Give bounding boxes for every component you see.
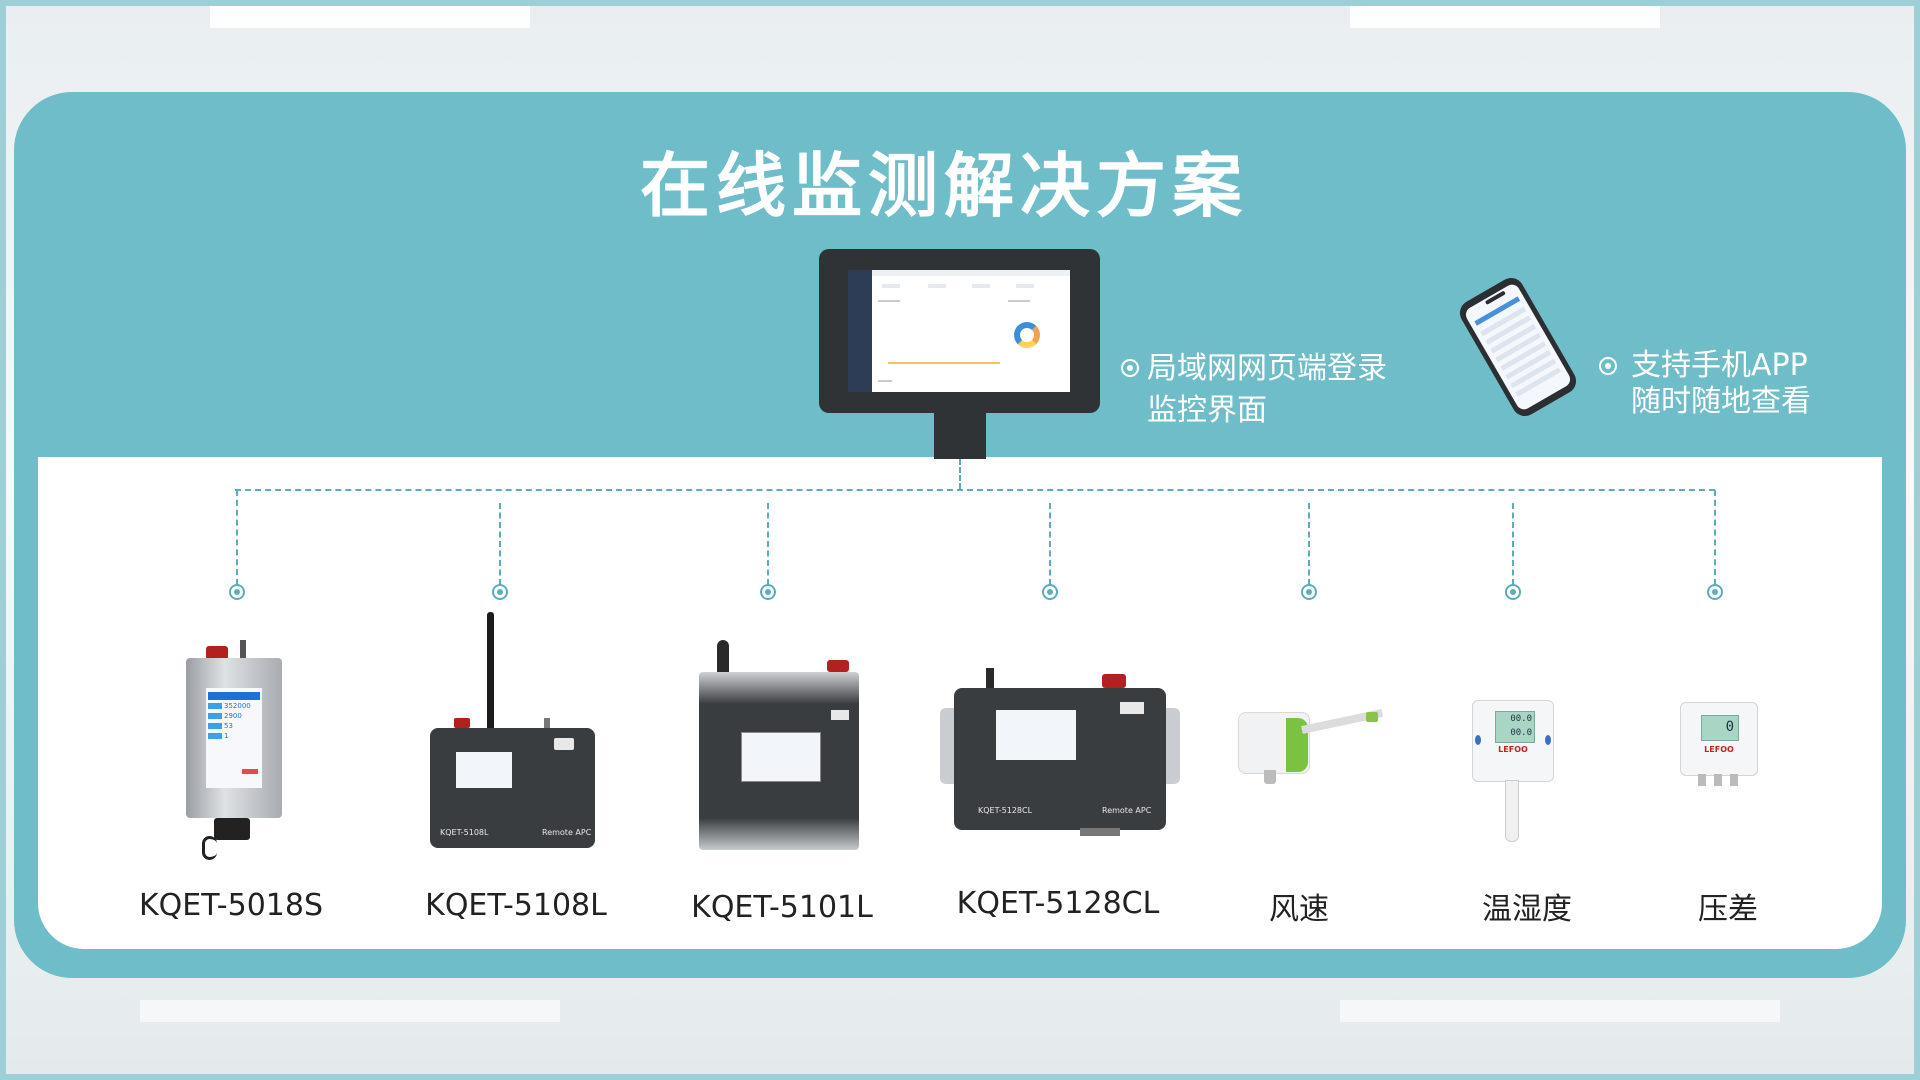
brand-logo: LEFOO — [1498, 745, 1528, 754]
device-label: KQET-5108L — [425, 888, 607, 923]
node-icon — [760, 584, 776, 600]
branch-connector — [1308, 503, 1310, 585]
device-label: KQET-5101L — [691, 890, 873, 925]
node-icon — [1042, 584, 1058, 600]
dashboard-screen — [848, 270, 1070, 392]
air-velocity-sensor-icon — [1238, 706, 1384, 794]
differential-pressure-sensor-icon: 0 LEFOO — [1680, 702, 1758, 788]
branch-connector — [1512, 503, 1514, 585]
brand-label: Remote APC — [1102, 806, 1152, 815]
bullet-icon — [1121, 359, 1139, 377]
app-feature-line2: 随时随地查看 — [1631, 384, 1811, 419]
reading-value: 2900 — [224, 712, 242, 720]
device-label: 温湿度 — [1482, 892, 1572, 927]
model-label: KQET-5108L — [440, 828, 489, 837]
device-label: KQET-5018S — [138, 888, 324, 923]
branch-connector — [1714, 490, 1716, 585]
reading-value: 352000 — [224, 702, 251, 710]
reading-value: 53 — [224, 722, 233, 730]
page-title: 在线监测解决方案 — [640, 145, 1248, 227]
branch-connector — [1049, 503, 1051, 585]
bus-connector — [235, 489, 1715, 491]
node-icon — [229, 584, 245, 600]
brand-label: Remote APC — [542, 828, 592, 837]
device-label: 压差 — [1698, 892, 1758, 927]
branch-connector — [236, 490, 238, 585]
app-feature-line1: 支持手机APP — [1631, 348, 1808, 383]
branch-connector — [767, 503, 769, 585]
pressure-reading: 0 — [1725, 719, 1734, 735]
monitor-icon — [819, 249, 1100, 413]
web-feature: 局域网网页端登录 监控界面 — [1147, 349, 1387, 431]
trunk-connector — [959, 459, 961, 489]
temperature-humidity-sensor-icon: 00.0 00.0 LEFOO — [1472, 700, 1554, 844]
web-feature-line1: 局域网网页端登录 — [1147, 351, 1387, 386]
web-feature-line2: 监控界面 — [1147, 393, 1267, 428]
temperature-reading: 00.0 — [1510, 714, 1532, 724]
device-label: KQET-5128CL — [956, 886, 1160, 921]
reading-value: 1 — [224, 732, 229, 740]
floor-light-left — [140, 1000, 560, 1022]
ceiling-light-left — [210, 6, 530, 28]
brand-logo: LEFOO — [1704, 745, 1734, 754]
node-icon — [1707, 584, 1723, 600]
node-icon — [1301, 584, 1317, 600]
device-label: 风速 — [1269, 892, 1329, 927]
model-label: KQET-5128CL — [978, 806, 1033, 815]
floor-light-right — [1340, 1000, 1780, 1022]
antenna-particle-counter-icon: KQET-5108L Remote APC — [430, 612, 595, 852]
bullet-icon — [1599, 357, 1617, 375]
laser-particle-counter-icon — [699, 640, 859, 856]
donut-chart-icon — [1014, 322, 1040, 348]
app-feature: 支持手机APP 随时随地查看 — [1631, 346, 1811, 422]
remote-particle-counter-icon: KQET-5128CL Remote APC — [940, 668, 1180, 838]
humidity-reading: 00.0 — [1510, 728, 1532, 738]
handheld-particle-counter-icon: 352000 2900 53 1 — [186, 640, 282, 860]
node-icon — [1505, 584, 1521, 600]
branch-connector — [499, 503, 501, 585]
node-icon — [492, 584, 508, 600]
monitor-stand — [934, 413, 986, 459]
ceiling-light-right — [1350, 6, 1660, 28]
